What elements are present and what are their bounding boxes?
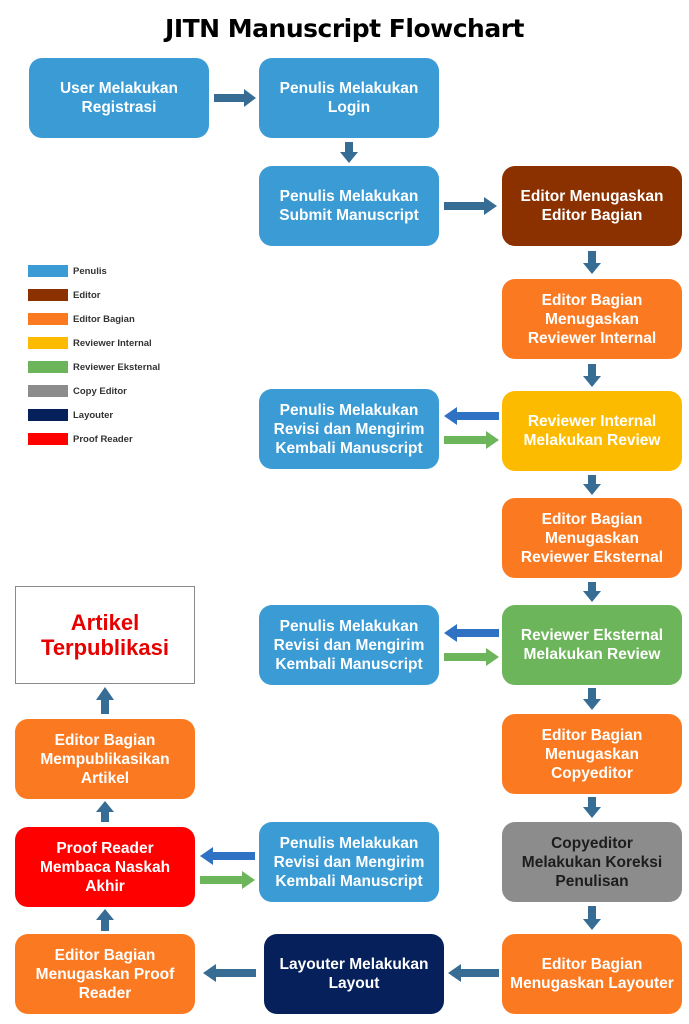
arrow-left bbox=[203, 964, 256, 982]
legend-swatch bbox=[28, 361, 68, 373]
legend-swatch bbox=[28, 385, 68, 397]
node-eb-copyeditor: Editor Bagian Menugaskan Copyeditor bbox=[502, 714, 682, 794]
node-label: Reviewer Internal Melakukan Review bbox=[523, 413, 661, 449]
node-label: Editor Bagian Menugaskan Proof Reader bbox=[35, 946, 175, 1002]
arrow-down bbox=[583, 906, 601, 930]
node-label: Penulis Melakukan Revisi dan Mengirim Ke… bbox=[273, 401, 425, 457]
node-label: Reviewer Eksternal Melakukan Review bbox=[520, 627, 664, 663]
legend-label: Reviewer Internal bbox=[73, 337, 152, 349]
legend-label: Editor bbox=[73, 289, 101, 301]
arrow-submit bbox=[200, 871, 255, 889]
node-eb-publish: Editor Bagian Mempublikasikan Artikel bbox=[15, 719, 195, 799]
node-label: Editor Bagian Menugaskan Reviewer Intern… bbox=[527, 291, 657, 347]
node-label: Penulis Melakukan Revisi dan Mengirim Ke… bbox=[273, 617, 425, 673]
node-published: Artikel Terpublikasi bbox=[15, 586, 195, 684]
arrow-left bbox=[448, 964, 499, 982]
node-label: User Melakukan Registrasi bbox=[59, 80, 179, 116]
arrow-right bbox=[214, 89, 256, 107]
arrow-down bbox=[583, 797, 601, 818]
legend-swatch bbox=[28, 265, 68, 277]
arrow-return bbox=[444, 624, 499, 642]
arrow-down bbox=[583, 364, 601, 387]
node-proof-reader: Proof Reader Membaca Naskah Akhir bbox=[15, 827, 195, 907]
node-eb-reviewer-eksternal: Editor Bagian Menugaskan Reviewer Ekster… bbox=[502, 498, 682, 578]
arrow-down bbox=[583, 582, 601, 602]
node-reviewer-internal-review: Reviewer Internal Melakukan Review bbox=[502, 391, 682, 471]
page-title: JITN Manuscript Flowchart bbox=[165, 14, 524, 43]
node-eb-layouter: Editor Bagian Menugaskan Layouter bbox=[502, 934, 682, 1014]
arrow-return bbox=[444, 407, 499, 425]
node-copyeditor-koreksi: Copyeditor Melakukan Koreksi Penulisan bbox=[502, 822, 682, 902]
node-label: Editor Menugaskan Editor Bagian bbox=[520, 188, 664, 224]
legend-item: Proof Reader bbox=[28, 427, 160, 451]
legend: Penulis Editor Editor Bagian Reviewer In… bbox=[28, 259, 160, 451]
node-reviewer-eksternal-review: Reviewer Eksternal Melakukan Review bbox=[502, 605, 682, 685]
node-label: Editor Bagian Mempublikasikan Artikel bbox=[40, 731, 170, 787]
node-login: Penulis Melakukan Login bbox=[259, 58, 439, 138]
arrow-submit bbox=[444, 648, 499, 666]
node-revisi-1: Penulis Melakukan Revisi dan Mengirim Ke… bbox=[259, 389, 439, 469]
node-label: Proof Reader Membaca Naskah Akhir bbox=[39, 839, 171, 895]
node-revisi-3: Penulis Melakukan Revisi dan Mengirim Ke… bbox=[259, 822, 439, 902]
arrow-up bbox=[96, 801, 114, 822]
legend-label: Layouter bbox=[73, 409, 114, 421]
node-label: Editor Bagian Menugaskan Layouter bbox=[510, 956, 674, 992]
legend-swatch bbox=[28, 337, 68, 349]
legend-label: Proof Reader bbox=[73, 433, 133, 445]
node-label: Artikel Terpublikasi bbox=[41, 610, 169, 660]
node-eb-reviewer-internal: Editor Bagian Menugaskan Reviewer Intern… bbox=[502, 279, 682, 359]
legend-item: Copy Editor bbox=[28, 379, 160, 403]
legend-item: Editor Bagian bbox=[28, 307, 160, 331]
legend-item: Reviewer Internal bbox=[28, 331, 160, 355]
node-label: Penulis Melakukan Revisi dan Mengirim Ke… bbox=[273, 834, 425, 890]
node-registrasi: User Melakukan Registrasi bbox=[29, 58, 209, 138]
arrow-up bbox=[96, 909, 114, 931]
node-label: Penulis Melakukan Login bbox=[279, 80, 419, 116]
node-label: Copyeditor Melakukan Koreksi Penulisan bbox=[521, 834, 663, 890]
node-label: Editor Bagian Menugaskan Reviewer Ekster… bbox=[520, 510, 664, 566]
node-label: Penulis Melakukan Submit Manuscript bbox=[279, 188, 419, 224]
legend-label: Copy Editor bbox=[73, 385, 127, 397]
legend-item: Editor bbox=[28, 283, 160, 307]
legend-label: Editor Bagian bbox=[73, 313, 135, 325]
arrow-up bbox=[96, 687, 114, 714]
node-label: Layouter Melakukan Layout bbox=[279, 956, 429, 992]
legend-label: Reviewer Eksternal bbox=[73, 361, 161, 373]
legend-swatch bbox=[28, 313, 68, 325]
arrow-submit bbox=[444, 431, 499, 449]
node-editor-assign: Editor Menugaskan Editor Bagian bbox=[502, 166, 682, 246]
legend-swatch bbox=[28, 289, 68, 301]
arrow-right bbox=[444, 197, 497, 215]
arrow-down bbox=[583, 688, 601, 710]
node-eb-proof-reader: Editor Bagian Menugaskan Proof Reader bbox=[15, 934, 195, 1014]
node-submit: Penulis Melakukan Submit Manuscript bbox=[259, 166, 439, 246]
legend-swatch bbox=[28, 409, 68, 421]
legend-label: Penulis bbox=[73, 265, 107, 277]
node-label: Editor Bagian Menugaskan Copyeditor bbox=[541, 726, 643, 782]
arrow-down bbox=[583, 251, 601, 274]
legend-swatch bbox=[28, 433, 68, 445]
arrow-return bbox=[200, 847, 255, 865]
legend-item: Penulis bbox=[28, 259, 160, 283]
node-revisi-2: Penulis Melakukan Revisi dan Mengirim Ke… bbox=[259, 605, 439, 685]
node-layout: Layouter Melakukan Layout bbox=[264, 934, 444, 1014]
arrow-down bbox=[340, 142, 358, 163]
legend-item: Reviewer Eksternal bbox=[28, 355, 160, 379]
legend-item: Layouter bbox=[28, 403, 160, 427]
arrow-down bbox=[583, 475, 601, 495]
